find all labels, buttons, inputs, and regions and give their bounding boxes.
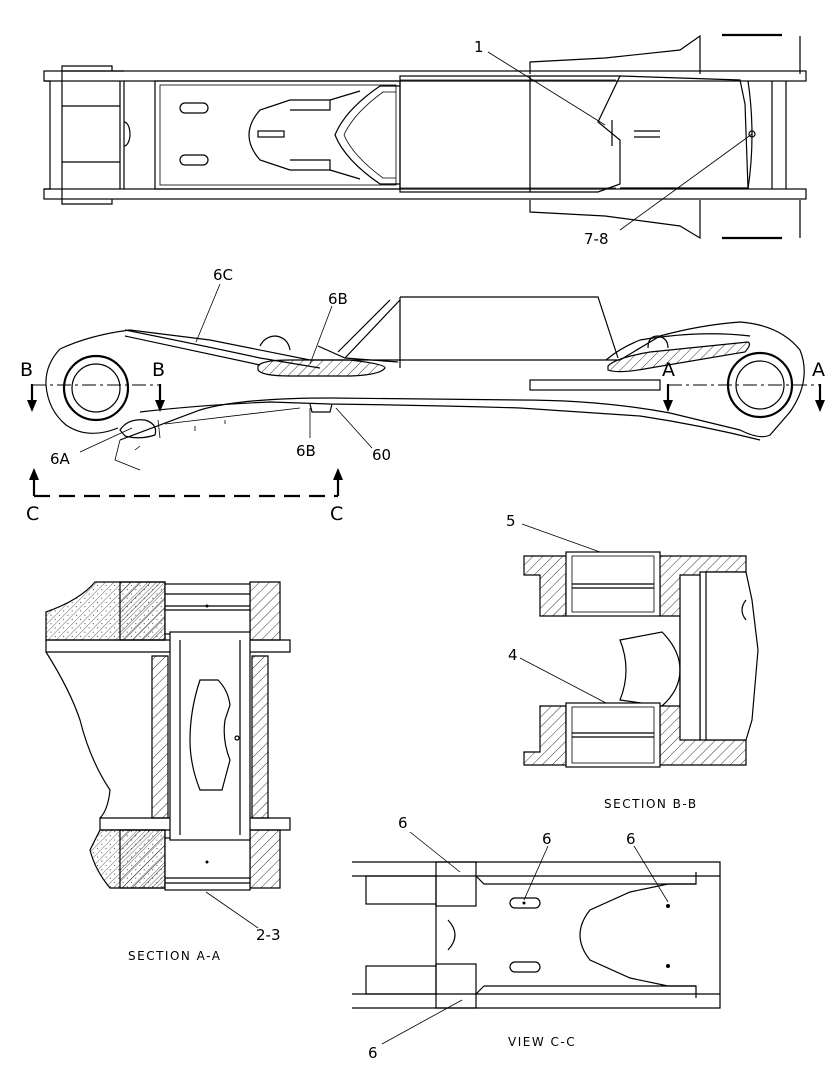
callout-4: 4 (508, 646, 518, 664)
title-section-aa: SECTION A-A (128, 949, 221, 963)
callout-6b-bottom: 6B (296, 442, 316, 460)
marker-b-right: B (152, 359, 165, 381)
callout-6a: 6A (50, 450, 71, 468)
title-view-cc: VIEW C-C (508, 1035, 576, 1049)
callout-6b-top: 6B (328, 290, 348, 308)
section-bb (519, 523, 759, 768)
callout-2-3: 2-3 (256, 926, 281, 944)
callout-6-c: 6 (626, 830, 636, 848)
side-view (27, 283, 825, 498)
callout-1: 1 (474, 38, 484, 56)
callout-5: 5 (506, 512, 516, 530)
marker-c-right: C (330, 503, 343, 525)
callout-7-8: 7-8 (584, 230, 609, 248)
marker-a-left: A (662, 359, 675, 381)
callout-6-d: 6 (368, 1044, 378, 1062)
title-section-bb: SECTION B-B (604, 797, 698, 811)
callout-6-b: 6 (542, 830, 552, 848)
section-aa (45, 581, 291, 929)
marker-b-left: B (20, 359, 33, 381)
top-view (43, 33, 807, 240)
callout-6c: 6C (213, 266, 233, 284)
callout-60: 60 (372, 446, 391, 464)
marker-a-right: A (812, 359, 825, 381)
marker-c-left: C (26, 503, 39, 525)
callout-6-a: 6 (398, 814, 408, 832)
view-cc (352, 831, 721, 1045)
